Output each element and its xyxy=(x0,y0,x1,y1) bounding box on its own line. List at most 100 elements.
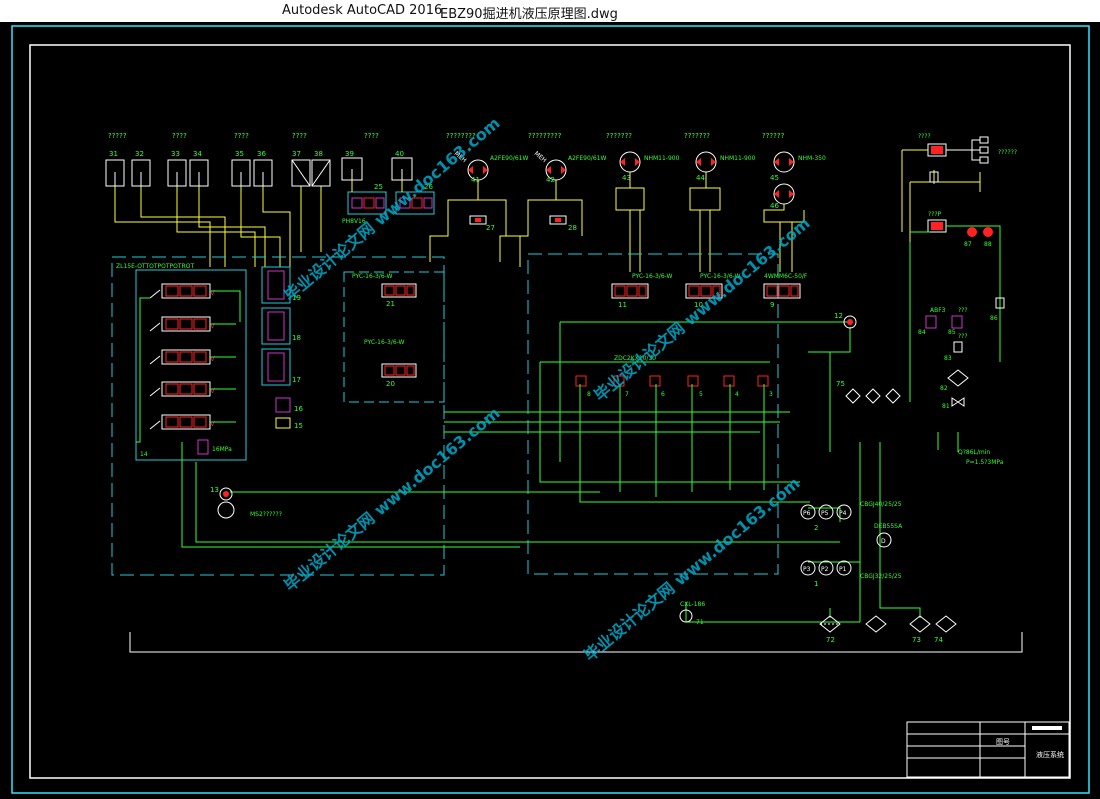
bottom-filters: 72 73 74 xyxy=(819,615,957,644)
valve-blocks: 25 PH8V16 26 27 28 xyxy=(342,183,577,232)
label-7: ????????? xyxy=(528,132,562,140)
cylinder-36-num: 36 xyxy=(257,150,266,158)
right-dashed-box xyxy=(527,253,779,575)
motor-43: NHM11-900 43 xyxy=(619,151,680,182)
left-valve-1: V xyxy=(149,283,215,299)
mid-valve-20-label: PYC-16-3/6-W xyxy=(364,339,405,346)
valve-block-25: 25 PH8V16 xyxy=(342,183,387,225)
comp-84: 84 xyxy=(918,329,926,336)
pump-P5: P5 xyxy=(821,510,829,517)
motors: MEH A2FE90/61W 41 MEH A2FE90/61W 42 NHM1… xyxy=(453,150,826,210)
cylinder-38: 38 xyxy=(311,150,331,187)
label-3: ???? xyxy=(234,132,249,140)
cylinder-40-num: 40 xyxy=(395,150,404,158)
right-valve-11-label: PYC-16-3/6-W xyxy=(632,273,673,280)
left-valve-4-tag: V xyxy=(210,387,215,395)
pump-group-lower-num: 1 xyxy=(814,580,818,588)
label-q2: ??? xyxy=(958,333,968,340)
right-valve-9-num: 9 xyxy=(770,301,774,309)
gauge-87: 87 xyxy=(964,241,972,248)
schematic-svg[interactable]: ????? ???? ???? ???? ???? ???????? ?????… xyxy=(0,22,1100,799)
right-mid-label: ???P xyxy=(928,211,942,218)
block-14-num: 14 xyxy=(140,451,148,458)
cylinder-31-num: 31 xyxy=(109,150,118,158)
motor-46: 46 xyxy=(770,183,795,210)
green-pipes xyxy=(136,290,959,623)
label-9: ??????? xyxy=(684,132,710,140)
motor-44-num: 44 xyxy=(696,174,705,182)
comp-85: 85 xyxy=(948,329,956,336)
top-labels: ????? ???? ???? ???? ???? ???????? ?????… xyxy=(108,132,785,140)
pump-P6: P6 xyxy=(803,510,811,517)
label-10: ?????? xyxy=(762,132,785,140)
motor-d-label: DEB55SA xyxy=(874,523,903,530)
right-valve-9-label: 4WMM6C-50/F xyxy=(764,273,808,280)
magenta-valves: 19 18 17 16 15 xyxy=(261,266,303,430)
motor-43-num: 43 xyxy=(622,174,631,182)
check-valve-4: 4 xyxy=(735,391,739,398)
label-1: ????? xyxy=(108,132,127,140)
right-top-label-1: ???? xyxy=(918,133,931,140)
motor-45-num: 45 xyxy=(770,174,779,182)
cylinder-36: 36 xyxy=(253,150,273,187)
pump-group-upper-label: CBGJ40/25/25 xyxy=(860,501,902,508)
pump-P4: P4 xyxy=(839,510,847,517)
pump-P3: P3 xyxy=(803,566,811,573)
multiway-valve-label: ZL15E-OTTOTPOTPOTROT xyxy=(116,263,194,270)
gauge-88: 88 xyxy=(984,241,992,248)
left-valve-5-tag: V xyxy=(210,420,215,428)
valve-block-26-num: 26 xyxy=(424,183,433,191)
label-5: ???? xyxy=(364,132,379,140)
file-name: EBZ90掘进机液压原理图.dwg xyxy=(440,7,618,22)
title-block-title: 液压系统 xyxy=(1036,750,1064,759)
drawing-canvas[interactable]: ????? ???? ???? ???? ???? ???????? ?????… xyxy=(0,22,1100,799)
cylinder-33-num: 33 xyxy=(171,150,180,158)
manifold-label: ZDC2KX10/30 xyxy=(614,355,656,362)
mid-valve-21-label: PYC-16-3/6-W xyxy=(352,273,393,280)
left-valve-1-tag: V xyxy=(210,289,215,297)
check-valve-8: 8 xyxy=(587,391,591,398)
check-valves: 8 7 6 5 4 3 xyxy=(575,375,773,398)
cylinder-35-num: 35 xyxy=(235,150,244,158)
relief-valve: 16MPa xyxy=(197,439,232,455)
cylinder-34-num: 34 xyxy=(193,150,202,158)
valve-block-27: 27 xyxy=(469,215,495,232)
cylinders: 31 32 33 34 35 36 37 38 39 40 xyxy=(105,150,413,187)
filter-75: 75 xyxy=(836,380,901,404)
pump-group-upper: P6 P5 P4 CBGJ40/25/25 2 xyxy=(800,501,902,532)
motor-41-label: A2FE90/61W xyxy=(490,155,528,162)
motor-d: D DEB55SA xyxy=(874,523,903,548)
valve-18-num: 18 xyxy=(292,334,301,342)
left-valve-5: V xyxy=(149,414,215,430)
watermark-2: 毕业设计论文网 www.doc163.com xyxy=(590,213,813,405)
filter-72-num: 72 xyxy=(826,636,835,644)
motor-46-num: 46 xyxy=(770,202,779,210)
valve-block-28: 28 xyxy=(549,215,577,232)
left-valve-2: V xyxy=(149,316,215,332)
valve-block-25-label: PH8V16 xyxy=(342,218,366,225)
title-block-sub: 图号 xyxy=(996,738,1010,746)
label-q1: ??? xyxy=(958,307,968,314)
title-bar: Autodesk AutoCAD 2016 EBZ90掘进机液压原理图.dwg xyxy=(0,0,1100,22)
cylinder-39: 39 xyxy=(341,150,363,181)
motor-41-num: 41 xyxy=(471,176,480,184)
pump-71-label: CXL-186 xyxy=(680,601,705,608)
motor-45: NHM-350 45 xyxy=(770,151,826,182)
left-valve-3: V xyxy=(149,349,215,365)
valve-16-num: 16 xyxy=(294,405,303,413)
gauges: 12 13 MS2?????? xyxy=(210,312,857,519)
comp-81: 81 xyxy=(942,403,950,410)
motor-42-tag: MEH xyxy=(533,150,548,164)
right-valves: PYC-16-3/6-W 11 PYC-16-3/6-W 10 4WMM6C-5… xyxy=(611,273,808,309)
label-8: ??????? xyxy=(606,132,632,140)
motor-42: MEH A2FE90/61W 42 xyxy=(533,150,607,184)
motor-43-label: NHM11-900 xyxy=(644,155,680,162)
cylinder-34: 34 xyxy=(189,150,209,187)
valve-block-25-num: 25 xyxy=(374,183,383,191)
mid-valve-21-num: 21 xyxy=(386,300,395,308)
check-valve-7: 7 xyxy=(625,391,629,398)
cylinder-31: 31 xyxy=(105,150,125,187)
left-dashed-box xyxy=(111,256,445,576)
label-2: ???? xyxy=(172,132,187,140)
pump-P2: P2 xyxy=(821,566,829,573)
